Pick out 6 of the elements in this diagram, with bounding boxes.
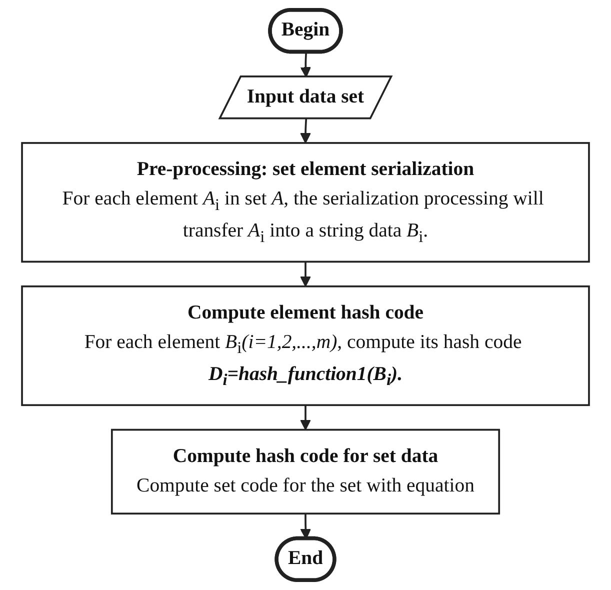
arrow [300, 262, 311, 287]
node-box: Compute hash code for set data Compute set code for the set with equation [110, 428, 500, 514]
node-box: Pre-processing: set element serialization For each element A$_{i}$ in set A, the serialization processing will transfer A$_{i}$ into a string data B$_{i}$. [21, 142, 590, 263]
arrow [300, 118, 311, 144]
arrow [300, 405, 311, 430]
node-box: Compute element hash code For each element B$_{i}$(i=1,2,...,m), compute its hash code D$_{i}$=hash_function1(B$_{i}$). [21, 285, 590, 406]
